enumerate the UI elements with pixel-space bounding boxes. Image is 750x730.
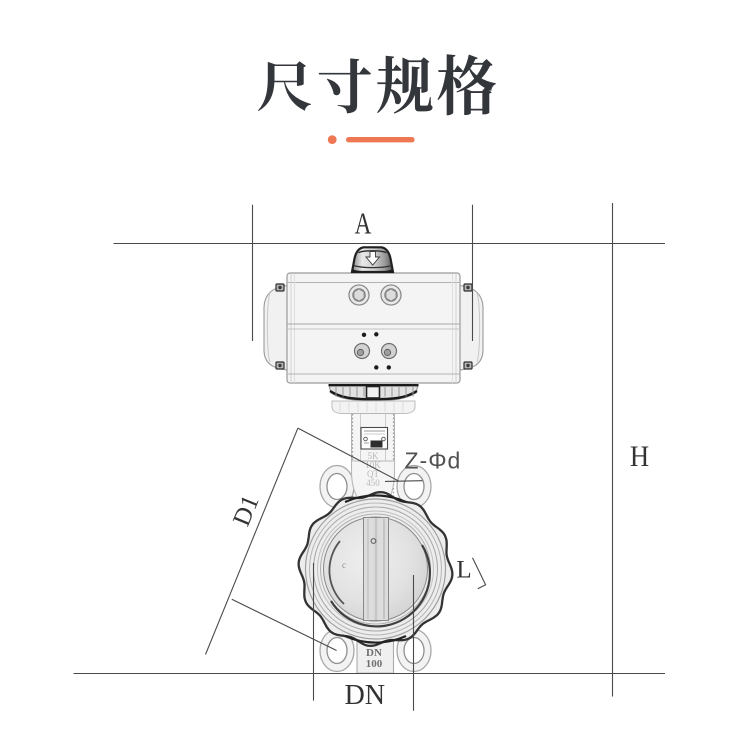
- svg-text:100: 100: [366, 658, 383, 670]
- svg-text:DN: DN: [366, 647, 382, 659]
- svg-text:c: c: [342, 560, 346, 570]
- svg-text:5K: 5K: [368, 451, 380, 461]
- svg-text:450: 450: [366, 478, 380, 488]
- svg-text:H: H: [630, 441, 649, 474]
- svg-text:A: A: [355, 206, 372, 240]
- svg-text:Z-Φd: Z-Φd: [405, 448, 462, 474]
- svg-text:QT: QT: [367, 469, 379, 479]
- svg-text:10K: 10K: [365, 460, 381, 470]
- svg-text:L: L: [456, 557, 471, 584]
- svg-text:DN: DN: [344, 680, 385, 711]
